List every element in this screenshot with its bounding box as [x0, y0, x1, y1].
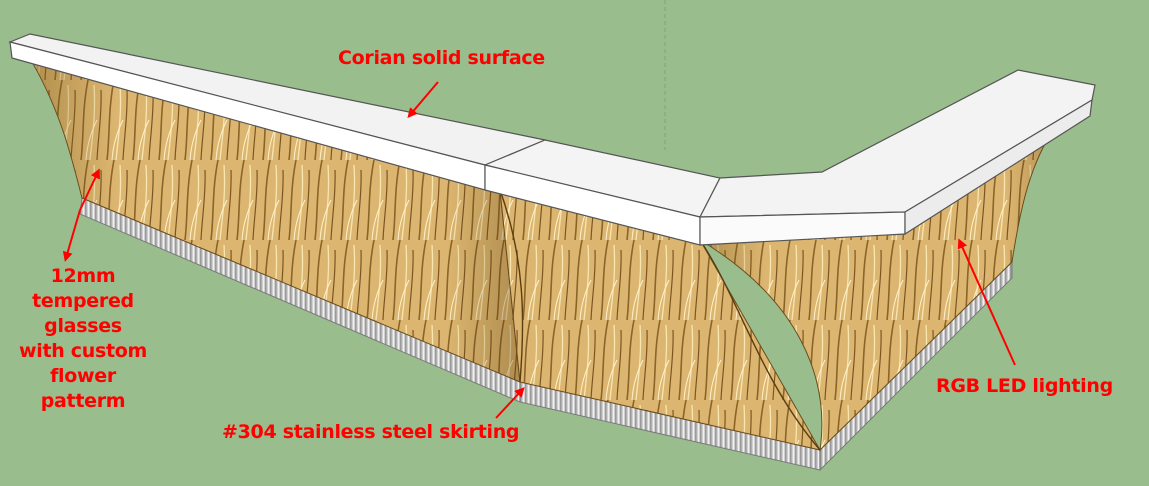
callout-stainless-skirting: #304 stainless steel skirting [222, 421, 520, 443]
callout-tempered-glass: 12mm tempered glasses with custom flower… [8, 264, 158, 414]
glass-callout-line-6: patterm [40, 390, 126, 412]
arrow-led [957, 238, 1016, 366]
countertop-edge-end [904, 98, 1093, 236]
glass-callout-line-5: flower [50, 365, 116, 387]
glass-callout-line-4: with custom [18, 340, 148, 362]
stainless-skirting [79, 197, 1013, 472]
callout-rgb-led-lighting: RGB LED lighting [936, 375, 1113, 397]
annotation-arrows [62, 81, 1016, 419]
arrow-corian [407, 81, 439, 119]
callout-corian-solid-surface: Corian solid surface [338, 47, 545, 69]
glass-callout-line-2: tempered [32, 290, 134, 312]
arrow-glass-down [62, 209, 81, 262]
arrow-glass-up [79, 168, 100, 211]
corian-countertop [8, 33, 1096, 246]
arrow-skirting [495, 387, 525, 419]
glass-callout-line-1: 12mm [50, 265, 116, 287]
glass-callout-line-3: glasses [44, 315, 122, 337]
